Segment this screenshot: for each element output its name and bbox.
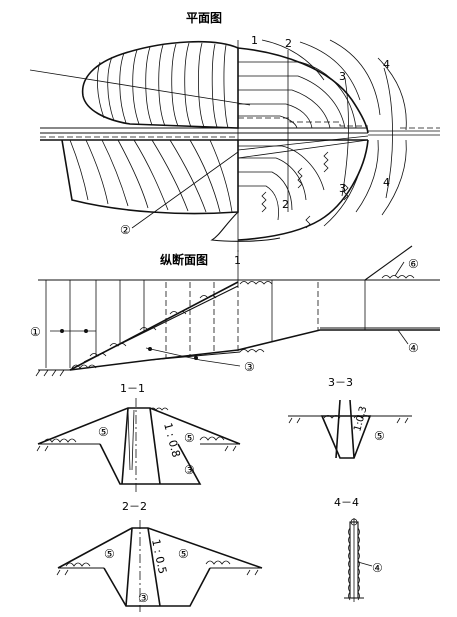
s11-dam-outline bbox=[37, 407, 241, 445]
long-label-c1: ① bbox=[30, 325, 41, 339]
plan-c2-leader bbox=[131, 151, 239, 229]
s33-rubble bbox=[323, 415, 371, 419]
s22-label-c3: ③ bbox=[138, 591, 149, 605]
plan-title: 平面图 bbox=[186, 11, 222, 25]
s22-core-left bbox=[125, 527, 133, 607]
long-ground-hatch bbox=[35, 369, 65, 377]
plan-upper-contours bbox=[96, 42, 229, 129]
plan-lower-diagonal-b bbox=[237, 135, 369, 151]
section-1-1-title: 1－1 bbox=[120, 382, 145, 395]
plan-view: 平面图 bbox=[29, 11, 440, 267]
s11-core-left bbox=[121, 407, 129, 485]
s11-slope-label: 1 : 0.8 bbox=[161, 421, 183, 458]
section-1-1: 1－1 ⑤ ⑤ ③ 1 : 0.8 bbox=[36, 382, 241, 492]
long-sediment-line bbox=[83, 285, 239, 363]
s33-core-left bbox=[335, 399, 341, 459]
s44-rubble-right bbox=[357, 527, 360, 601]
longitudinal-title: 纵断面图 bbox=[160, 252, 208, 267]
plan-gully-right-lower bbox=[237, 139, 369, 241]
long-c3-leader bbox=[145, 347, 241, 367]
s44-label-c4: ④ bbox=[372, 561, 383, 575]
plan-label-4-top: 4 bbox=[383, 58, 390, 71]
plan-section-line-3 bbox=[341, 77, 349, 197]
long-right-bank bbox=[364, 245, 413, 281]
section-3-3: 3－3 1:0.3 ⑤ bbox=[288, 376, 412, 459]
long-c4-leader bbox=[397, 329, 409, 345]
long-c6-leader bbox=[394, 261, 405, 277]
long-dashed-verticals bbox=[165, 282, 319, 358]
s44-top-ring bbox=[350, 518, 358, 526]
long-label-c4: ④ bbox=[408, 341, 419, 355]
s22-core-right bbox=[147, 527, 161, 607]
longitudinal-section: 纵断面图 bbox=[30, 245, 440, 377]
long-vertical-lines bbox=[45, 280, 366, 368]
section-2-2-title: 2－2 bbox=[122, 500, 147, 513]
plan-stepped-dashed bbox=[238, 117, 368, 127]
s44-rubble-left bbox=[348, 527, 351, 601]
long-c3-dot-a bbox=[148, 347, 152, 351]
s11-label-c5a: ⑤ bbox=[98, 425, 109, 439]
s11-ground-hatch bbox=[36, 445, 237, 452]
s22-label-c5a: ⑤ bbox=[104, 547, 115, 561]
long-c1-dot-a bbox=[60, 329, 64, 333]
plan-gully-right-outline bbox=[237, 47, 369, 134]
s11-label-c3: ③ bbox=[184, 463, 195, 477]
plan-lower-contours bbox=[69, 139, 233, 213]
s22-ground-hatch bbox=[56, 569, 259, 576]
s22-rubble bbox=[65, 560, 231, 567]
s11-label-c5b: ⑤ bbox=[184, 431, 195, 445]
long-rubble bbox=[71, 275, 415, 369]
section-2-2: 2－2 ⑤ ⑤ ③ 1 : 0.5 bbox=[56, 500, 263, 612]
plan-label-4-bottom: 4 bbox=[383, 176, 390, 189]
plan-label-1-top: 1 bbox=[251, 34, 258, 47]
s11-core-right bbox=[149, 407, 161, 485]
s33-slope-label: 1:0.3 bbox=[352, 405, 369, 433]
plan-right-contours bbox=[238, 61, 357, 221]
long-c3-dot-b bbox=[194, 356, 198, 360]
long-bed-upper bbox=[149, 351, 241, 361]
plan-label-2-top: 2 bbox=[285, 37, 292, 50]
s22-label-c5b: ⑤ bbox=[178, 547, 189, 561]
s44-c4-leader bbox=[357, 561, 373, 567]
plan-outer-terrain bbox=[261, 39, 407, 227]
plan-rock-markers bbox=[261, 151, 349, 229]
plan-label-1-bottom: 1 bbox=[234, 254, 241, 267]
plan-lower-diagonal bbox=[237, 139, 369, 159]
plan-label-3-top: 3 bbox=[339, 70, 346, 83]
plan-label-c2: ② bbox=[120, 223, 131, 237]
s22-trench bbox=[103, 567, 211, 607]
s33-label-c5: ⑤ bbox=[374, 429, 385, 443]
s33-core-right bbox=[349, 399, 355, 459]
long-label-c6: ⑥ bbox=[408, 257, 419, 271]
long-label-c3: ③ bbox=[244, 360, 255, 374]
s11-rubble bbox=[43, 407, 225, 471]
long-gully-bed bbox=[69, 329, 440, 371]
long-c1-dot-b bbox=[84, 329, 88, 333]
plan-diagonal-leader bbox=[29, 69, 251, 106]
s33-ground-hatch bbox=[288, 417, 409, 424]
section-4-4: 4－4 ④ bbox=[334, 496, 383, 602]
plan-label-2-bottom: 2 bbox=[282, 198, 289, 211]
plan-section-line-4 bbox=[383, 67, 393, 199]
plan-lower-lobe-outline bbox=[61, 139, 239, 215]
section-3-3-title: 3－3 bbox=[328, 376, 353, 389]
plan-lower-bulge bbox=[210, 211, 281, 242]
section-4-4-title: 4－4 bbox=[334, 496, 359, 509]
plan-label-3-bottom: 3 bbox=[339, 182, 346, 195]
